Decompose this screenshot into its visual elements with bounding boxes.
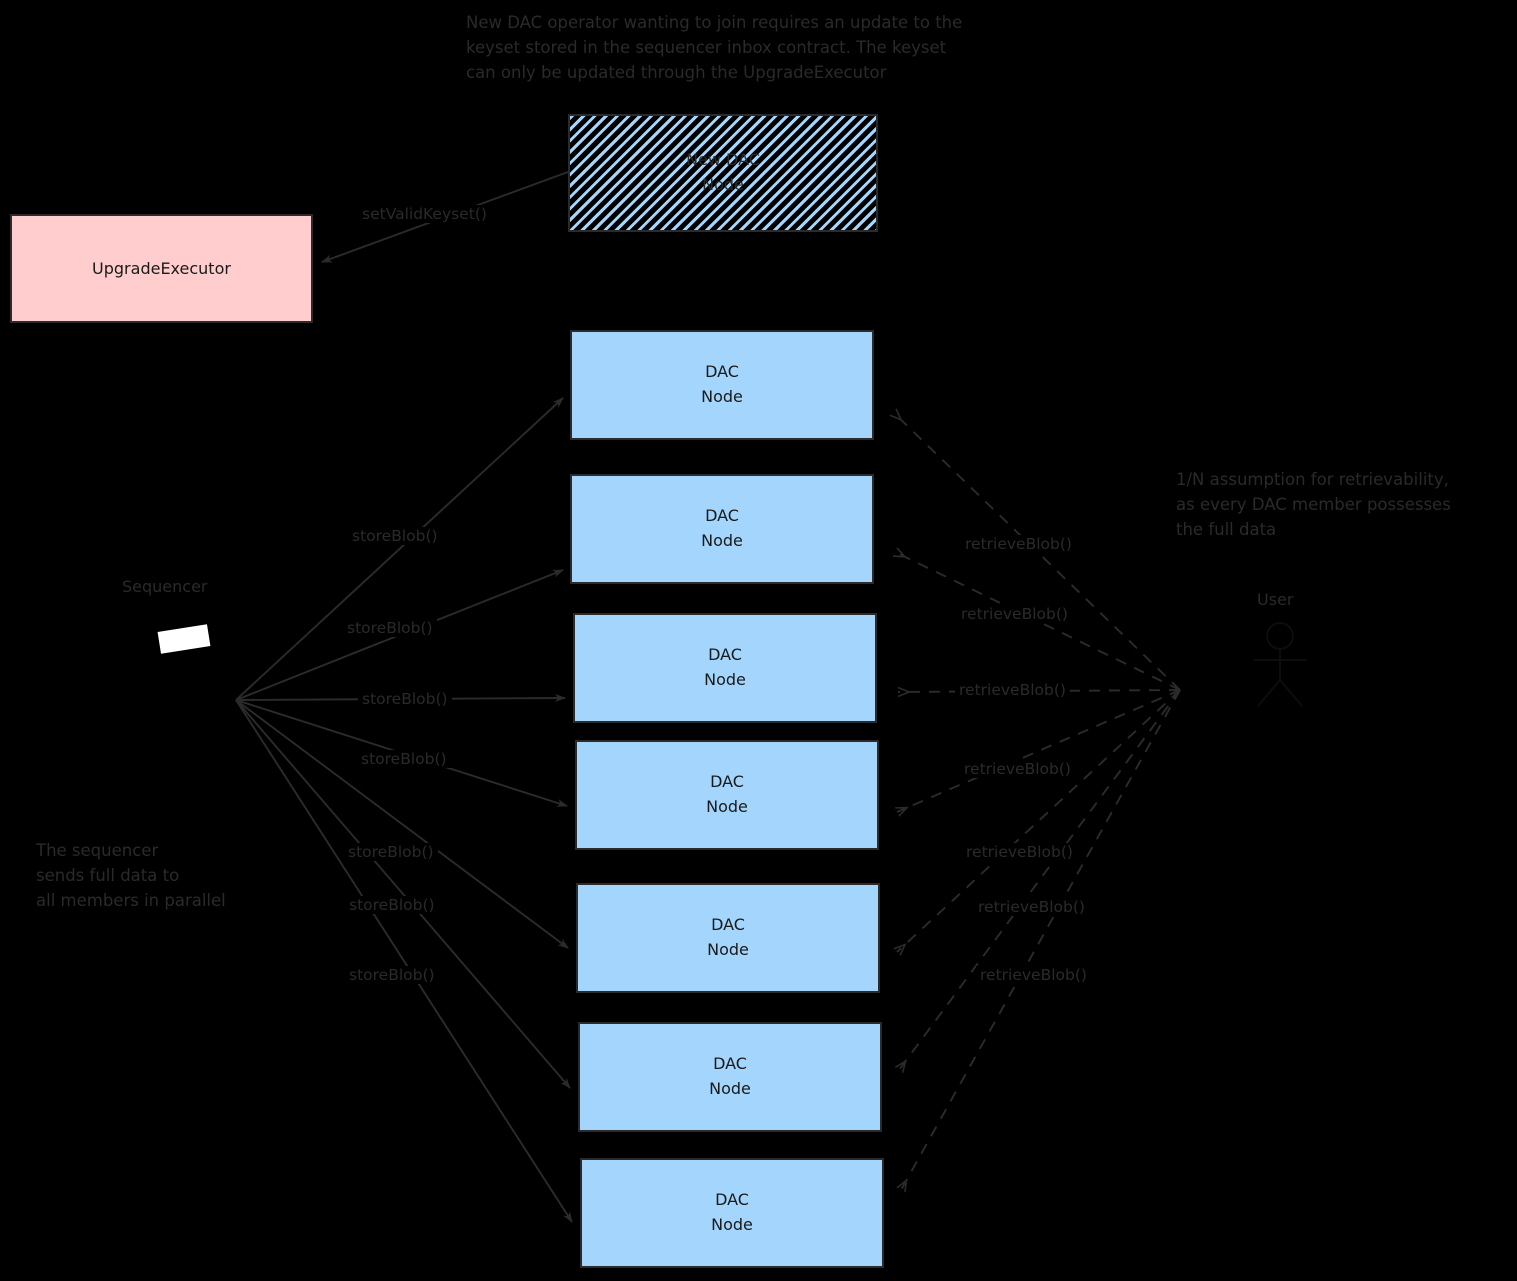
edge-label-retrieve-blob-6: retrieveBlob() [974,898,1089,916]
edge-label-store-blob-4: storeBlob() [357,750,451,768]
edge-store-blob-5 [235,699,569,949]
edge-label-retrieve-blob-5: retrieveBlob() [962,843,1077,861]
dac-node-line2: Node [709,1079,751,1098]
edge-store-blob-7 [235,699,573,1223]
dac-node-box-4[interactable]: DAC Node [575,740,879,850]
dac-node-line1: DAC [708,645,742,665]
edge-label-retrieve-blob-3: retrieveBlob() [955,681,1070,699]
edge-label-store-blob-5: storeBlob() [344,843,438,861]
edge-label-store-blob-3: storeBlob() [358,690,452,708]
note-right: 1/N assumption for retrievability, as ev… [1176,470,1451,540]
dac-node-box-5[interactable]: DAC Node [576,883,880,993]
edge-label-retrieve-blob-1: retrieveBlob() [961,535,1076,553]
edge-retrieve-blob-1 [893,412,1181,691]
edge-store-blob-1 [235,397,564,701]
edge-label-store-blob-6: storeBlob() [345,896,439,914]
dac-node-box-1[interactable]: DAC Node [570,330,874,440]
dac-node-line1: DAC [713,1054,747,1074]
edge-label-retrieve-blob-2: retrieveBlob() [957,605,1072,623]
upgrade-executor-label: UpgradeExecutor [92,259,231,278]
note-left: The sequencer sends full data to all mem… [36,841,226,911]
edge-label-store-blob-7: storeBlob() [345,966,439,984]
edge-retrieve-blob-7 [901,689,1181,1190]
dac-node-line1: DAC [711,915,745,935]
user-icon [1254,622,1306,707]
edge-retrieve-blob-5 [897,689,1181,952]
dac-node-box-6[interactable]: DAC Node [578,1022,882,1132]
dac-node-box-2[interactable]: DAC Node [570,474,874,584]
edge-label-retrieve-blob-7: retrieveBlob() [976,966,1091,984]
new-dac-node-box[interactable]: New DAC Node [568,114,878,232]
user-label: User [1257,590,1294,609]
dac-node-line1: DAC [705,362,739,382]
dac-node-line2: Node [701,387,743,406]
sequencer-label: Sequencer [122,577,208,596]
upgrade-executor-box[interactable]: UpgradeExecutor [10,214,313,323]
dac-node-box-3[interactable]: DAC Node [573,613,877,723]
new-dac-node-line1: New DAC [686,150,760,170]
edge-group-retrieve-blob [893,412,1181,1190]
edge-label-set-valid-keyset: setValidKeyset() [358,205,491,223]
note-top: New DAC operator wanting to join require… [466,13,963,83]
dac-node-line2: Node [706,797,748,816]
edge-label-store-blob-1: storeBlob() [348,527,442,545]
dac-node-line2: Node [704,670,746,689]
dac-node-line2: Node [711,1215,753,1234]
dac-node-line1: DAC [710,772,744,792]
edge-retrieve-blob-2 [895,552,1181,691]
edge-label-store-blob-2: storeBlob() [343,619,437,637]
dac-node-line2: Node [707,940,749,959]
edge-group-store-blob [235,397,573,1223]
edge-retrieve-blob-6 [899,689,1181,1070]
edge-label-retrieve-blob-4: retrieveBlob() [960,760,1075,778]
new-dac-node-line2: Node [702,175,744,194]
dac-node-line2: Node [701,531,743,550]
dac-node-line1: DAC [715,1190,749,1210]
dac-node-line1: DAC [705,506,739,526]
edge-store-blob-6 [235,699,571,1089]
edge-retrieve-blob-4 [897,689,1181,812]
dac-node-box-7[interactable]: DAC Node [580,1158,884,1268]
